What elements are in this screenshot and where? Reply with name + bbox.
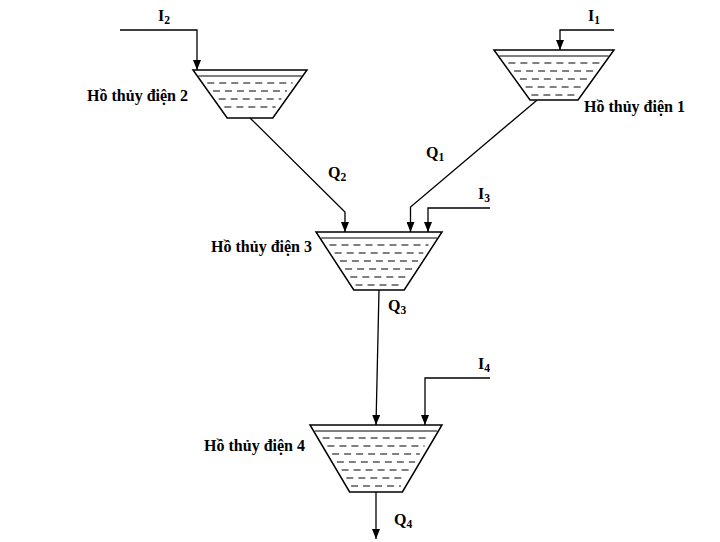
reservoir-outline <box>193 70 307 118</box>
reservoir: Hồ thủy điện 3 <box>316 232 442 290</box>
flow-symbol: I1 <box>588 6 600 25</box>
flow-connector <box>411 100 538 232</box>
inflow-arrow <box>560 30 614 50</box>
water-dashes <box>207 83 292 84</box>
inflow-arrow <box>120 30 197 70</box>
flow-connector <box>250 118 345 232</box>
reservoir: Hồ thủy điện 2 <box>193 70 307 118</box>
flow-connector <box>376 290 379 425</box>
water-dashes <box>531 95 576 96</box>
reservoir-name: Hồ thủy điện 4 <box>204 436 305 455</box>
water-dashes <box>332 454 420 455</box>
flow-label: Q3 <box>388 296 406 315</box>
inflow-arrow <box>428 208 490 232</box>
water-dashes <box>219 99 282 100</box>
water-surface <box>315 431 438 432</box>
reservoir-name: Hồ thủy điện 3 <box>211 237 312 256</box>
water-dashes <box>337 462 415 463</box>
reservoir-name: Hồ thủy điện 2 <box>87 86 188 105</box>
water-dashes <box>356 285 403 286</box>
water-dashes <box>520 79 588 80</box>
water-dashes <box>345 269 413 270</box>
reservoir-outline <box>316 232 442 290</box>
water-dashes <box>508 63 599 64</box>
water-dashes <box>351 486 401 487</box>
reservoir-shape <box>316 232 442 290</box>
water-dashes <box>342 470 411 471</box>
reservoir: Hồ thủy điện 4 <box>310 425 442 492</box>
water-surface <box>198 76 301 77</box>
water-dashes <box>526 87 583 88</box>
inflow-arrow <box>425 378 490 425</box>
flow-symbol: I2 <box>158 6 170 25</box>
flow-symbol: Q4 <box>394 510 412 529</box>
reservoir-outline <box>310 425 442 492</box>
water-dashes <box>213 91 287 92</box>
water-surface <box>499 56 608 57</box>
flow-symbol: I3 <box>478 184 490 203</box>
reservoir-shape <box>310 425 442 492</box>
water-surface <box>321 238 437 239</box>
reservoir-name: Hồ thủy điện 1 <box>584 97 685 116</box>
reservoir-outline <box>494 50 614 100</box>
water-dashes <box>323 438 430 439</box>
water-dashes <box>327 446 424 447</box>
flow-label: Q2 <box>328 163 346 182</box>
outflow-arrow <box>375 492 376 539</box>
water-dashes <box>514 71 594 72</box>
water-dashes <box>329 245 428 246</box>
water-dashes <box>335 253 424 254</box>
flow-label: Q1 <box>426 143 444 162</box>
water-dashes <box>224 107 275 108</box>
flow-symbol: I4 <box>478 354 490 373</box>
water-dashes <box>340 261 418 262</box>
reservoir: Hồ thủy điện 1 <box>494 50 614 100</box>
water-dashes <box>350 277 407 278</box>
water-dashes <box>346 478 405 479</box>
reservoir-shape <box>494 50 614 100</box>
reservoir-shape <box>193 70 307 118</box>
